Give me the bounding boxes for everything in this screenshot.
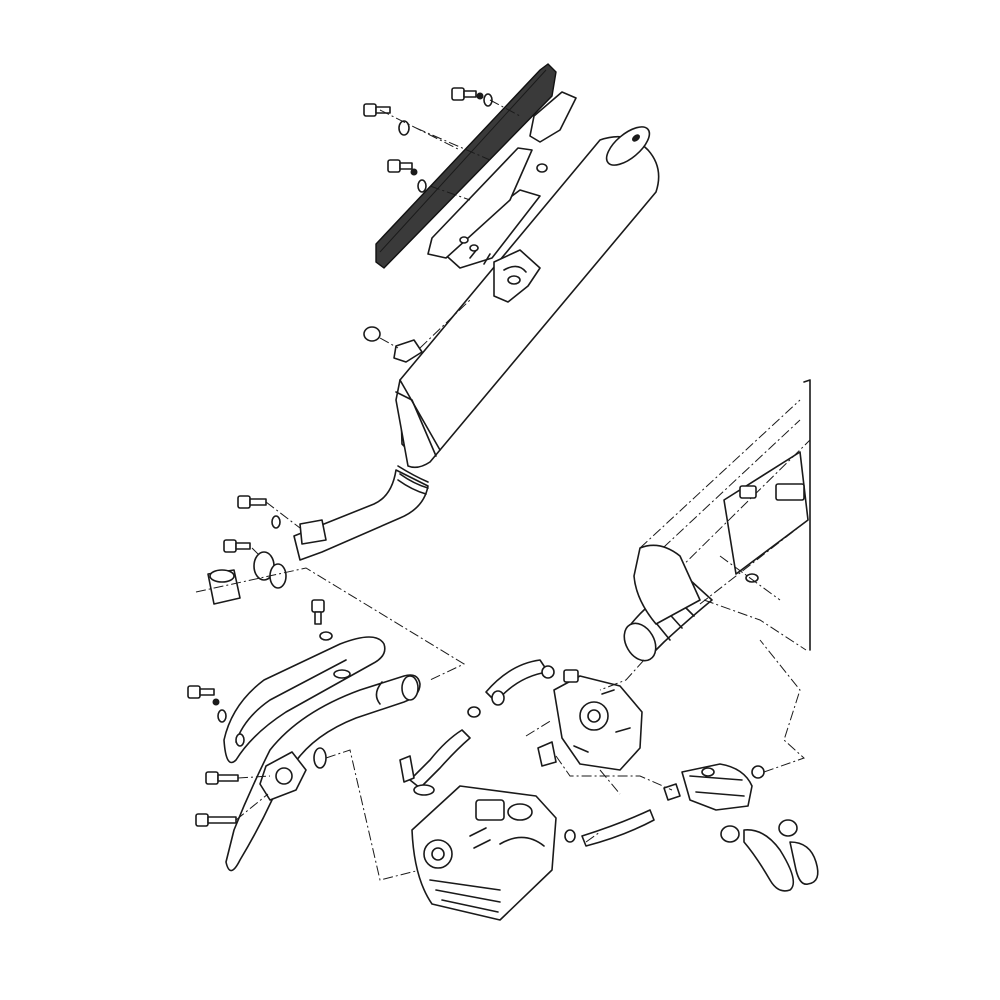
exhaust-pipe — [293, 465, 429, 561]
cylinder-head — [411, 785, 557, 921]
carburetor — [525, 669, 643, 795]
muffler-heat-shield — [375, 63, 557, 269]
muffler — [395, 126, 660, 469]
hose-clamp — [467, 665, 798, 843]
muffler-mount-nut — [363, 299, 471, 363]
air-induction-valve — [681, 639, 805, 811]
rubber-damper — [195, 567, 466, 681]
exhaust-flange — [195, 747, 421, 881]
heat-shield-bolts — [363, 87, 548, 252]
air-induction-hose — [399, 659, 819, 892]
exhaust-pipe-heat-shield — [187, 599, 386, 764]
air-filter-box — [633, 379, 811, 651]
exhaust-pipe-clamp — [223, 495, 327, 589]
heat-shield-bracket — [427, 91, 577, 259]
